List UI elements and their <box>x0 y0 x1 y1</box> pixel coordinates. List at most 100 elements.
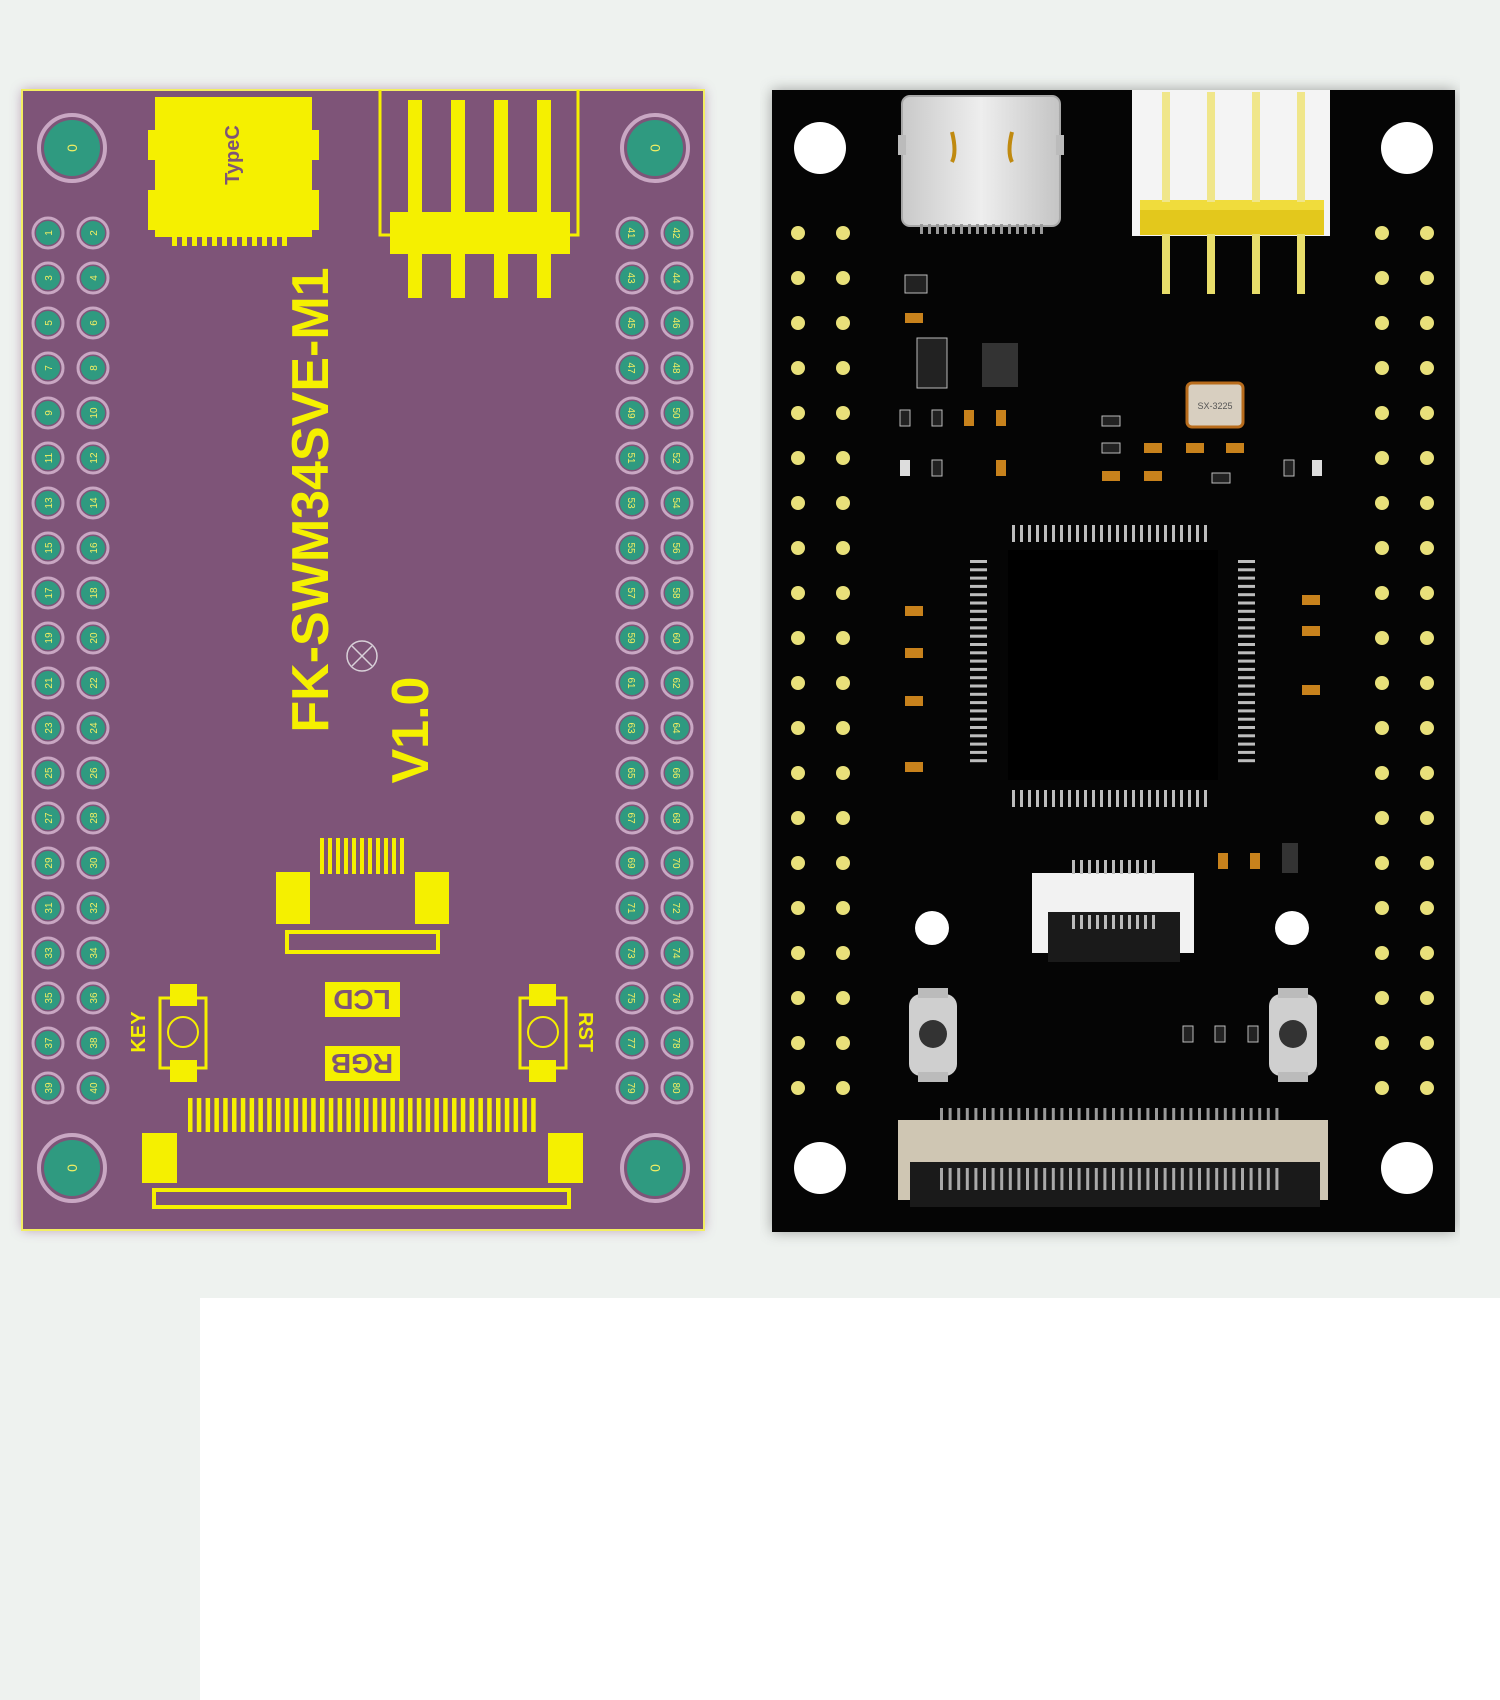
header-pad-number: 77 <box>625 1037 636 1049</box>
header-pad-number: 14 <box>89 497 100 509</box>
header-pad-number: 59 <box>625 632 636 644</box>
rst-label: RST <box>574 1012 596 1052</box>
header-pin <box>1420 541 1434 555</box>
header-pad-number: 68 <box>670 812 681 824</box>
header-pin <box>1420 1036 1434 1050</box>
header-pad-number: 39 <box>44 1082 55 1094</box>
header-pad: 73 <box>615 936 649 970</box>
header-pin <box>1420 586 1434 600</box>
smd-part <box>1101 415 1121 427</box>
render-small-hole <box>1275 911 1309 945</box>
header-pad: 16 <box>76 531 110 565</box>
header-pin <box>1420 901 1434 915</box>
header-pin <box>1375 541 1389 555</box>
rst-switch-footprint: RST <box>518 984 596 1082</box>
header-pin <box>1375 1081 1389 1095</box>
header-pad-number: 9 <box>44 410 55 416</box>
header-pad: 31 <box>31 891 65 925</box>
smd-part <box>1283 459 1295 477</box>
header-pad: 47 <box>615 351 649 385</box>
smd-part <box>1302 626 1320 636</box>
header-pin <box>1420 946 1434 960</box>
header-pad: 43 <box>615 261 649 295</box>
header-pin <box>1420 361 1434 375</box>
header-pin <box>791 496 805 510</box>
header-pad: 79 <box>615 1071 649 1105</box>
header-pad-number: 26 <box>89 767 100 779</box>
header-pin <box>1375 361 1389 375</box>
header-pad: 28 <box>76 801 110 835</box>
header-pin <box>791 406 805 420</box>
header-pin <box>1420 1081 1434 1095</box>
header-pad-number: 43 <box>625 272 636 284</box>
header-pad-number: 15 <box>44 542 55 554</box>
header-pad: 34 <box>76 936 110 970</box>
header-pin <box>836 316 850 330</box>
header-pad-number: 63 <box>625 722 636 734</box>
header-pad-number: 6 <box>89 320 100 326</box>
header-pin <box>1420 766 1434 780</box>
fpc-small-footprint <box>276 838 449 954</box>
header-pad: 7 <box>31 351 65 385</box>
header-pin <box>1420 721 1434 735</box>
header-pad: 44 <box>660 261 694 295</box>
fiducial-marker <box>346 640 378 672</box>
header-pad: 78 <box>660 1026 694 1060</box>
header-pin <box>1375 1036 1389 1050</box>
mount-hole-label: 0 <box>64 144 80 152</box>
header-pin <box>791 856 805 870</box>
header-pin <box>1375 676 1389 690</box>
header-pin <box>791 1081 805 1095</box>
fpc-large-connector <box>898 1108 1328 1207</box>
smd-components <box>899 274 1322 1043</box>
header-pad-number: 80 <box>670 1082 681 1094</box>
smd-part <box>931 459 943 477</box>
header-pin <box>791 361 805 375</box>
header-pad-number: 55 <box>625 542 636 554</box>
smd-part <box>905 313 923 323</box>
header-pad: 75 <box>615 981 649 1015</box>
header-pad: 53 <box>615 486 649 520</box>
header-pin <box>836 451 850 465</box>
header-pad-number: 51 <box>625 452 636 464</box>
header-pad: 22 <box>76 666 110 700</box>
header-pad: 58 <box>660 576 694 610</box>
smd-part <box>1226 443 1244 453</box>
header-pin <box>1375 811 1389 825</box>
header-pin <box>791 811 805 825</box>
header-pad: 41 <box>615 216 649 250</box>
header-pad: 70 <box>660 846 694 880</box>
header-pad-number: 48 <box>670 362 681 374</box>
smd-part <box>1302 685 1320 695</box>
header-pin <box>1420 406 1434 420</box>
header-pad: 32 <box>76 891 110 925</box>
header-pad-number: 56 <box>670 542 681 554</box>
mcu-chip <box>970 525 1255 807</box>
header-pad-number: 12 <box>89 452 100 464</box>
header-pad-number: 61 <box>625 677 636 689</box>
smd-part <box>1144 443 1162 453</box>
header-pad: 74 <box>660 936 694 970</box>
header-pad-number: 13 <box>44 497 55 509</box>
header-pad: 13 <box>31 486 65 520</box>
header-pad: 23 <box>31 711 65 745</box>
header-pad: 56 <box>660 531 694 565</box>
smd-part <box>996 410 1006 426</box>
crystal-oscillator: SX-3225 <box>1185 381 1245 429</box>
header-pin <box>1420 226 1434 240</box>
smd-part <box>996 460 1006 476</box>
header-pad: 42 <box>660 216 694 250</box>
header-pad: 64 <box>660 711 694 745</box>
header-pad: 21 <box>31 666 65 700</box>
header-pad: 50 <box>660 396 694 430</box>
smd-part <box>1247 1025 1259 1043</box>
header-pad: 48 <box>660 351 694 385</box>
header-pad: 67 <box>615 801 649 835</box>
smd-part <box>905 606 923 616</box>
header-pin <box>836 721 850 735</box>
header-pad-number: 19 <box>44 632 55 644</box>
header-pad: 57 <box>615 576 649 610</box>
header-pad: 61 <box>615 666 649 700</box>
header-pad: 72 <box>660 891 694 925</box>
version-silk: V1.0 <box>382 677 440 784</box>
